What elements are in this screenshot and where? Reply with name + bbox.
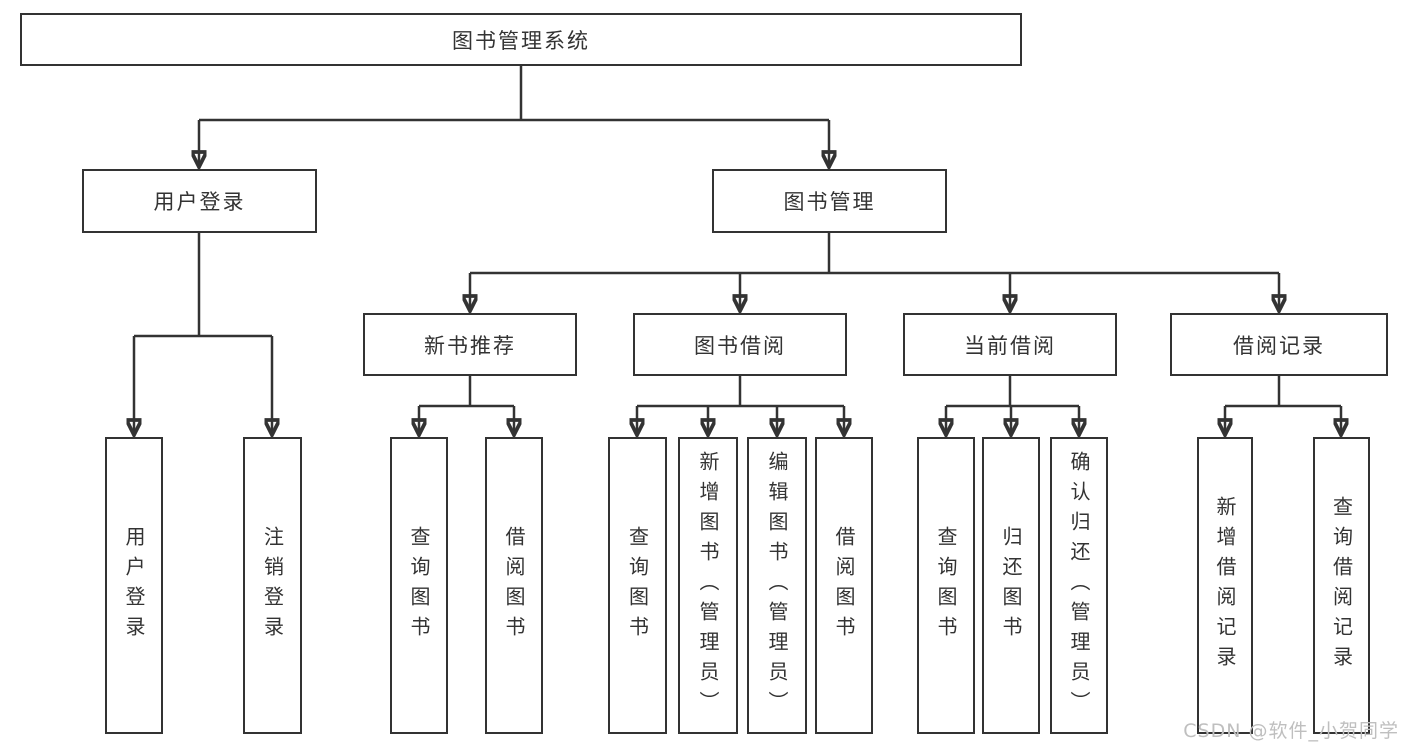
leaf-query-books-recommend: 查询图书 [390, 437, 448, 734]
node-current-borrowing: 当前借阅 [903, 313, 1117, 376]
node-book-borrowing: 图书借阅 [633, 313, 847, 376]
node-new-book-recommend-label: 新书推荐 [424, 333, 516, 358]
node-book-borrowing-label: 图书借阅 [694, 333, 786, 358]
leaf-query-books-current: 查询图书 [917, 437, 975, 734]
node-borrowing-records-label: 借阅记录 [1233, 333, 1325, 358]
leaf-query-borrow-record: 查询借阅记录 [1313, 437, 1370, 734]
leaf-user-login-label: 用户登录 [122, 525, 146, 646]
leaf-confirm-return-admin-label: 确认归还（管理员） [1067, 450, 1091, 721]
leaf-query-books-borrowing: 查询图书 [608, 437, 667, 734]
leaf-query-books-recommend-label: 查询图书 [407, 525, 431, 646]
node-book-management-label: 图书管理 [783, 190, 876, 214]
leaf-borrow-books-recommend: 借阅图书 [485, 437, 543, 734]
node-library-management-system-label: 图书管理系统 [452, 28, 590, 53]
node-user-login: 用户登录 [82, 169, 317, 233]
leaf-add-books-admin: 新增图书（管理员） [678, 437, 738, 734]
leaf-confirm-return-admin: 确认归还（管理员） [1050, 437, 1108, 734]
leaf-borrow-books-recommend-label: 借阅图书 [502, 525, 526, 646]
node-new-book-recommend: 新书推荐 [363, 313, 577, 376]
leaf-borrow-books-borrowing: 借阅图书 [815, 437, 873, 734]
node-book-management: 图书管理 [712, 169, 947, 233]
node-library-management-system: 图书管理系统 [20, 13, 1022, 66]
node-borrowing-records: 借阅记录 [1170, 313, 1388, 376]
csdn-watermark: CSDN @软件_小贺同学 [1183, 720, 1399, 742]
leaf-edit-books-admin-label: 编辑图书（管理员） [765, 450, 789, 721]
node-current-borrowing-label: 当前借阅 [964, 333, 1056, 358]
leaf-logout-login-label: 注销登录 [260, 525, 285, 646]
leaf-query-books-current-label: 查询图书 [934, 525, 958, 646]
leaf-return-books-label: 归还图书 [999, 525, 1023, 646]
node-user-login-label: 用户登录 [153, 190, 246, 214]
leaf-add-borrow-record-label: 新增借阅记录 [1213, 495, 1237, 676]
leaf-query-borrow-record-label: 查询借阅记录 [1329, 495, 1354, 676]
leaf-return-books: 归还图书 [982, 437, 1040, 734]
leaf-borrow-books-borrowing-label: 借阅图书 [832, 525, 856, 646]
leaf-logout-login: 注销登录 [243, 437, 302, 734]
leaf-user-login: 用户登录 [105, 437, 163, 734]
leaf-edit-books-admin: 编辑图书（管理员） [747, 437, 807, 734]
leaf-add-borrow-record: 新增借阅记录 [1197, 437, 1253, 734]
leaf-query-books-borrowing-label: 查询图书 [625, 525, 650, 646]
leaf-add-books-admin-label: 新增图书（管理员） [696, 450, 720, 721]
